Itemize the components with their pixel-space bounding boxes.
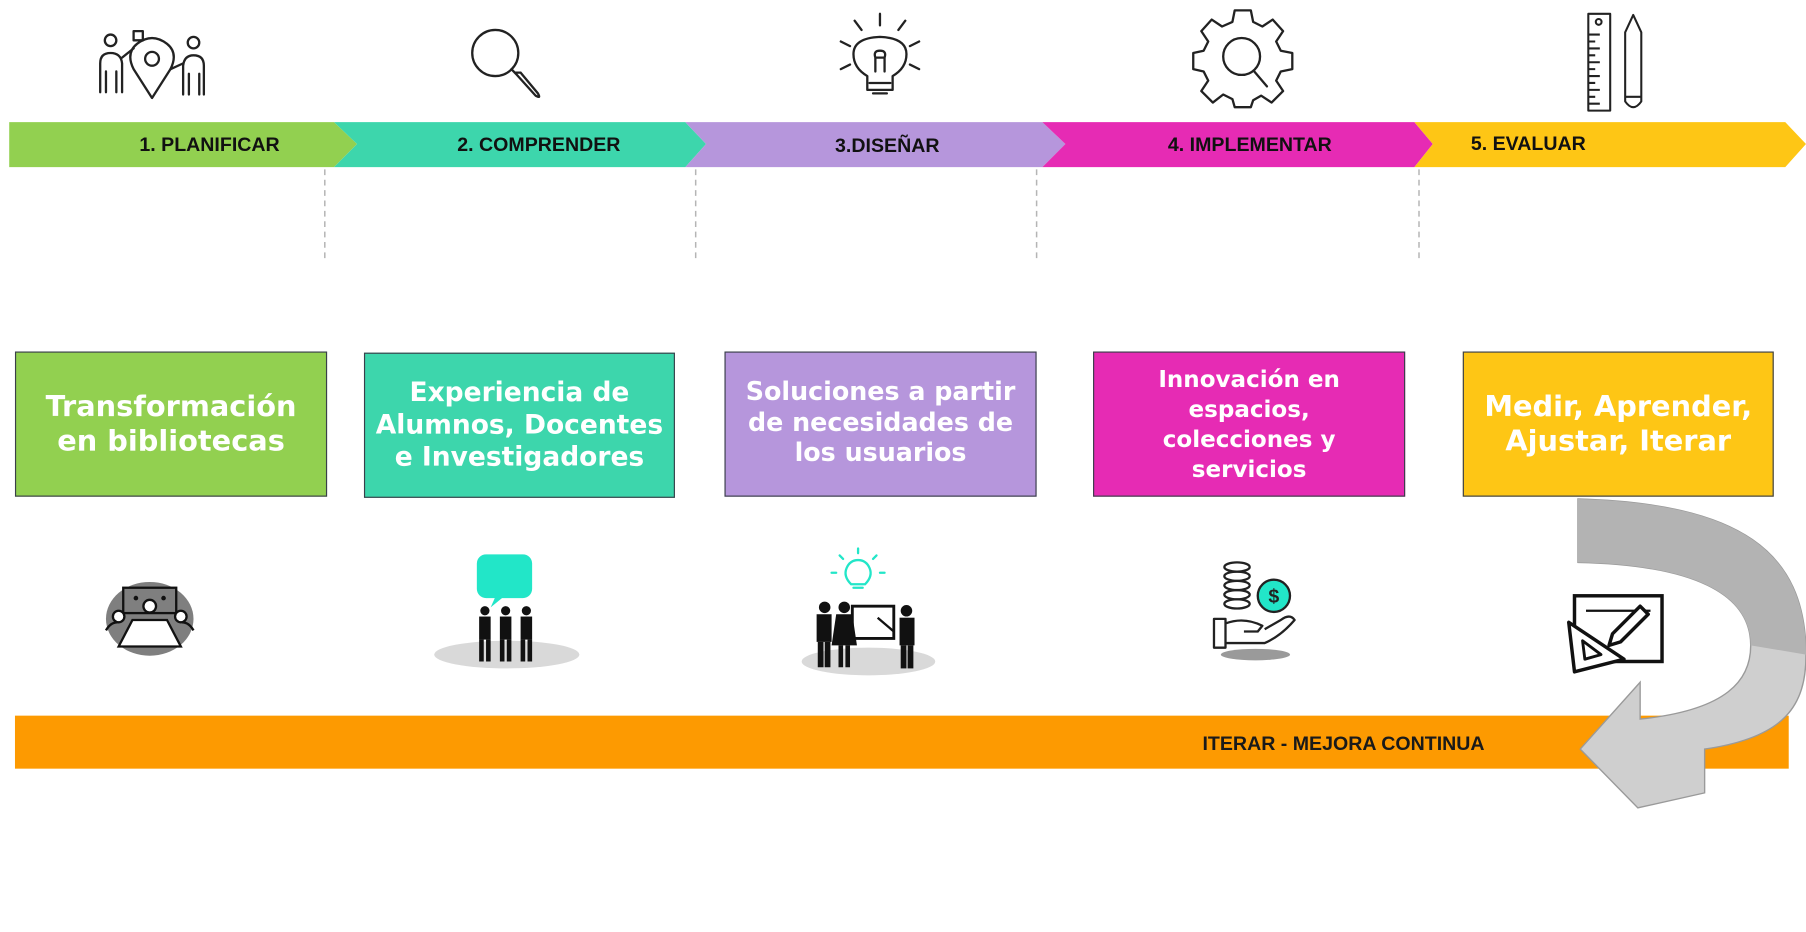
phase-band-planificar: [9, 122, 358, 168]
box-text: Innovación en espacios, colecciones y se…: [1158, 365, 1340, 483]
people-location-icon: [99, 29, 206, 100]
phase-label-implementar: 4. IMPLEMENTAR: [1167, 133, 1332, 156]
ruler-pencil-icon: [1587, 12, 1643, 112]
box-disenar: Soluciones a partir de necesidades de lo…: [724, 351, 1037, 497]
phase-label-comprender: 2. COMPRENDER: [457, 133, 621, 156]
meeting-table-icon: [104, 581, 195, 656]
iterar-arrow-shade: [1577, 498, 1806, 655]
box-text: Medir, Aprender, Ajustar, Iterar: [1484, 388, 1753, 458]
box-text: Transformación en bibliotecas: [45, 388, 297, 458]
gear-search-icon: [1192, 9, 1294, 109]
diagram-graphics: $: [9, 9, 1806, 809]
box-planificar: Transformación en bibliotecas: [14, 351, 328, 497]
iterar-label: ITERAR - MEJORA CONTINUA: [1202, 732, 1485, 755]
box-comprender: Experiencia de Alumnos, Docentes e Inves…: [363, 352, 675, 498]
box-evaluar: Medir, Aprender, Ajustar, Iterar: [1462, 351, 1774, 497]
lightbulb-icon: [839, 12, 921, 95]
magnifier-icon: [471, 28, 541, 99]
phase-label-planificar: 1. PLANIFICAR: [139, 133, 280, 156]
phase-band-evaluar: [1414, 122, 1806, 168]
box-implementar: Innovación en espacios, colecciones y se…: [1093, 351, 1406, 497]
box-text: Soluciones a partir de necesidades de lo…: [745, 377, 1016, 469]
phase-band-implementar: [1042, 122, 1433, 168]
phase-band-disenar: [685, 122, 1066, 168]
iterar-bar: [14, 715, 1789, 769]
team-chat-icon: [434, 554, 580, 669]
phase-label-evaluar: 5. EVALUAR: [1470, 132, 1586, 155]
phase-band-comprender: [334, 122, 707, 168]
presentation-idea-icon: [801, 547, 936, 676]
design-tools-icon: [1567, 594, 1664, 674]
dollar-sign: $: [1268, 586, 1279, 608]
money-hand-icon: $: [1212, 561, 1296, 661]
box-text: Experiencia de Alumnos, Docentes e Inves…: [375, 377, 664, 473]
phase-separators: [324, 169, 1420, 261]
phase-label-disenar: 3.DISEÑAR: [835, 134, 940, 157]
